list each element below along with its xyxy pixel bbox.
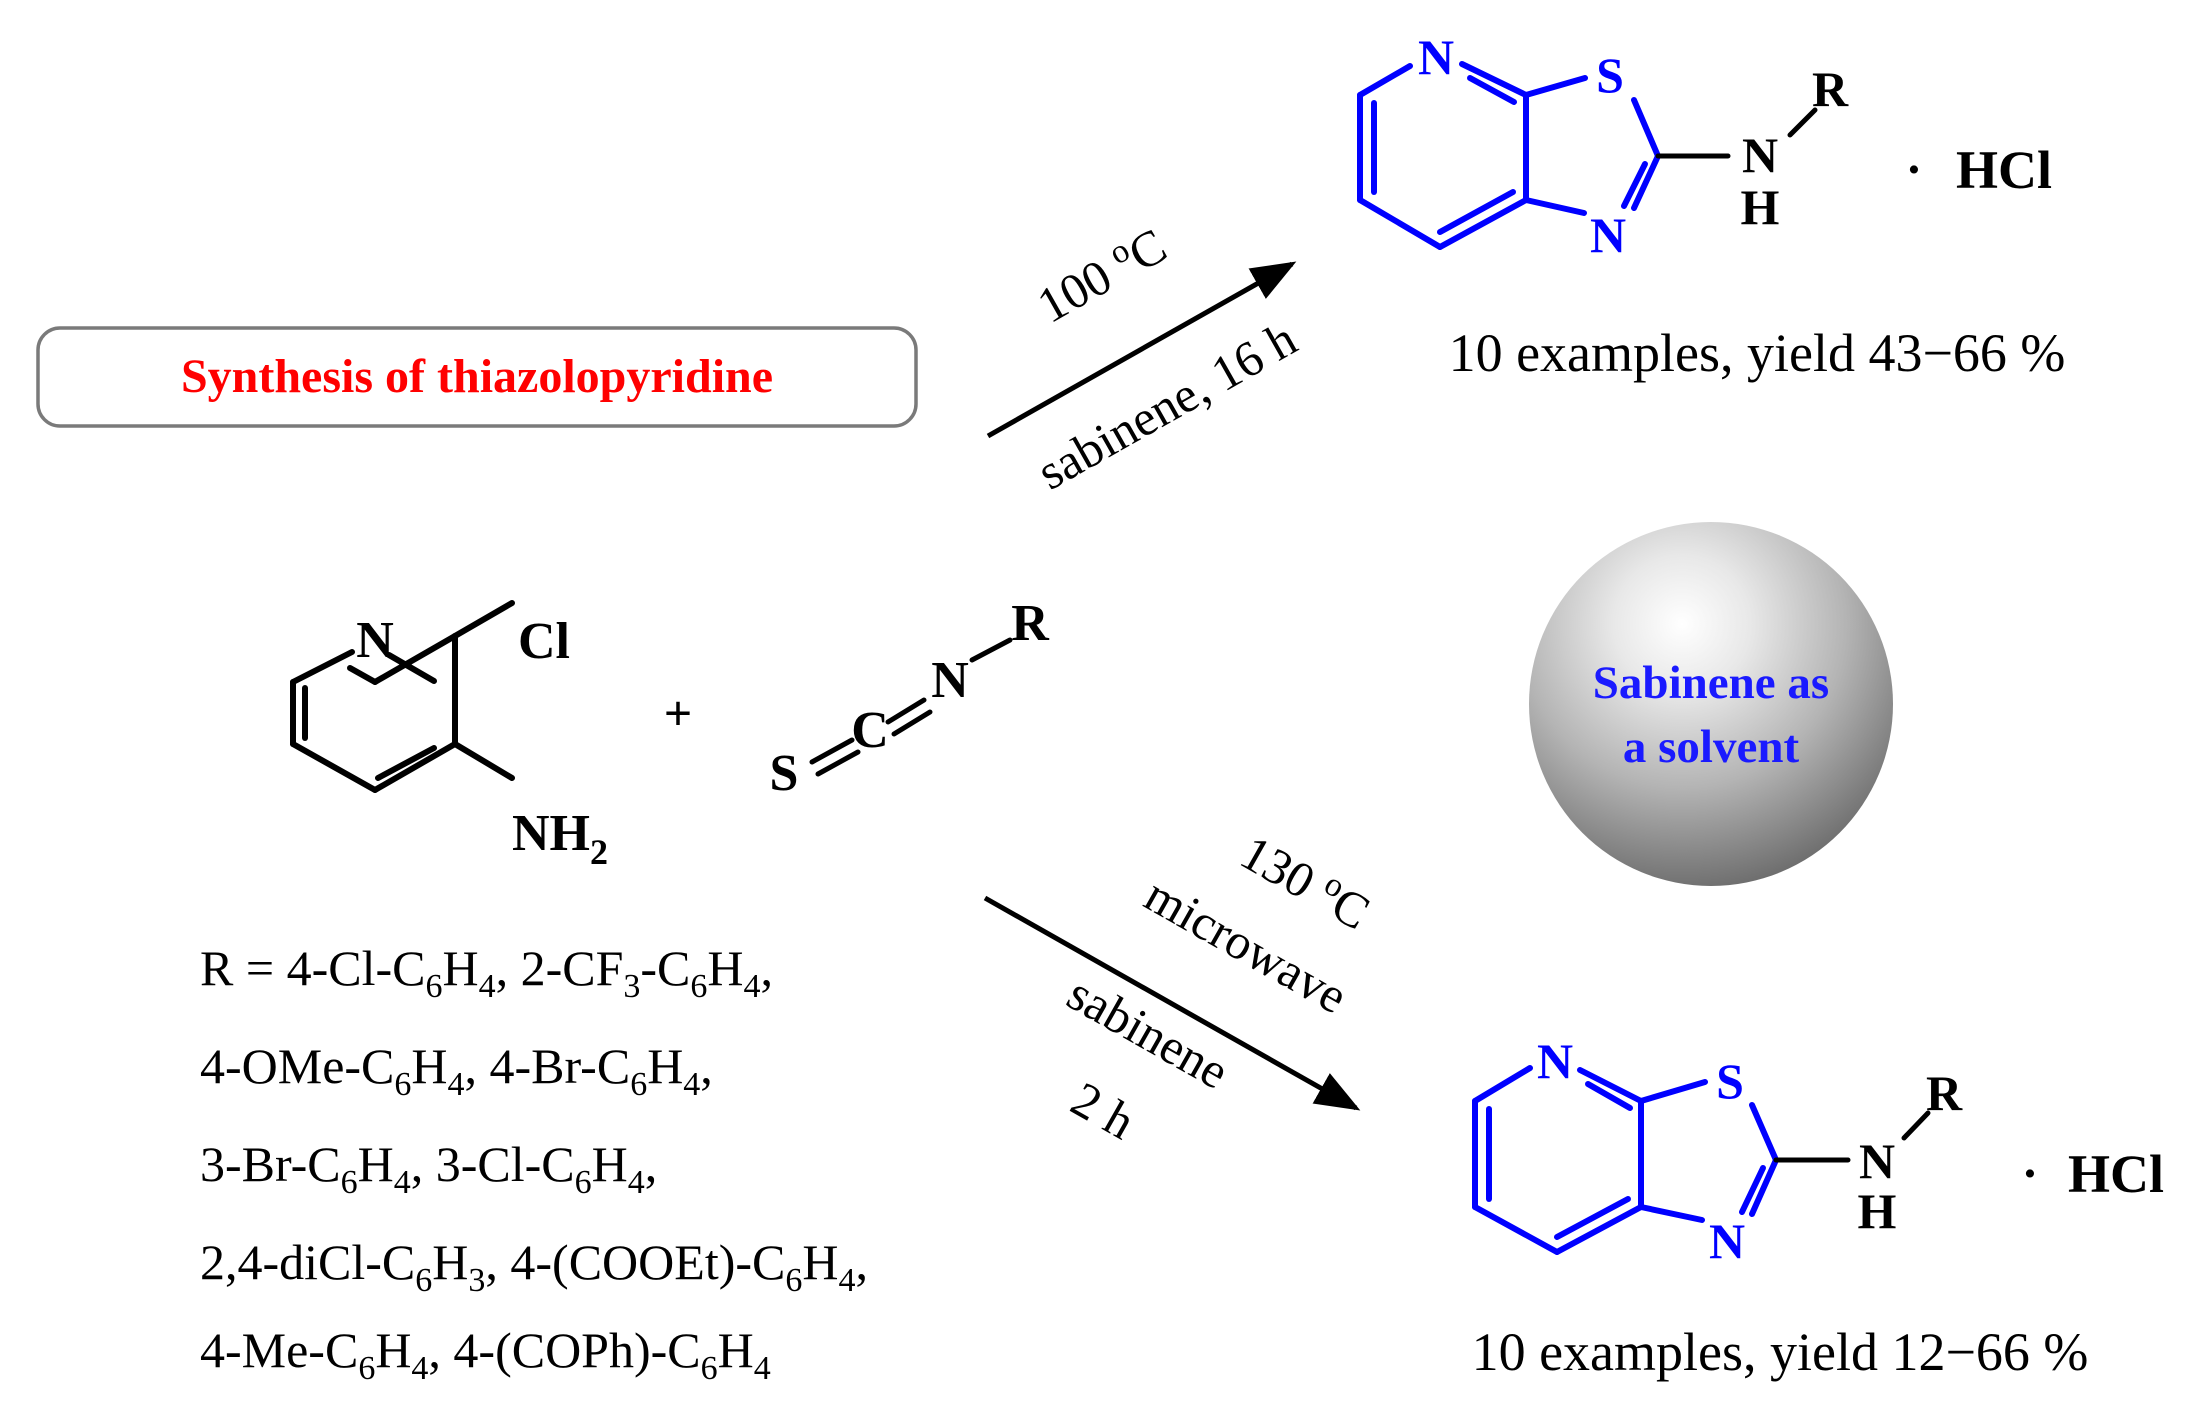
bottom-product-thiazole-n: N [1709, 1213, 1745, 1269]
r-list-line-4: 2,4-diCl-C6H3, 4-(COOEt)-C6H4, [200, 1234, 868, 1299]
bottom-product-dot: · [2022, 1145, 2039, 1201]
isothiocyanate-s: S [770, 745, 799, 802]
badge-line2: a solvent [1623, 721, 1800, 773]
r-list-line-2: 4-OMe-C6H4, 4-Br-C6H4, [200, 1038, 713, 1103]
reactant-n-atom: N [356, 612, 394, 669]
bottom-product: N S N N H R · HCl [1472, 1033, 2164, 1269]
bottom-arrow-time: 2 h [1062, 1070, 1144, 1150]
r-group-list: R = 4-Cl-C6H4, 2-CF3-C6H4, 4-OMe-C6H4, 4… [200, 940, 868, 1387]
badge-line1: Sabinene as [1593, 657, 1829, 709]
isothiocyanate-n: N [931, 652, 969, 709]
bottom-reaction-arrow: 130 oC microwave sabinene 2 h [983, 824, 1379, 1150]
top-product-nh-h: H [1741, 179, 1780, 235]
bottom-product-s: S [1716, 1053, 1744, 1109]
bottom-product-hcl: HCl [2068, 1144, 2164, 1204]
plus-sign: + [664, 685, 693, 741]
top-arrow-temperature: 100 oC [1027, 215, 1176, 333]
top-product-s: S [1596, 47, 1624, 103]
bottom-product-ring-n: N [1537, 1033, 1573, 1089]
isothiocyanate-c: C [851, 702, 889, 759]
bottom-product-nh-h: H [1858, 1183, 1897, 1239]
reactant-chloropyridine [290, 600, 515, 793]
reactant-cl-atom: Cl [518, 613, 570, 670]
top-product-thiazole-n: N [1590, 207, 1626, 263]
reactant-nh-sub: 2 [590, 832, 608, 872]
bottom-product-nh-n: N [1859, 1133, 1895, 1189]
r-list-line-1: R = 4-Cl-C6H4, 2-CF3-C6H4, [200, 940, 773, 1005]
top-product-nh-n: N [1742, 127, 1778, 183]
top-product-dot: · [1906, 141, 1923, 197]
r-list-line-3: 3-Br-C6H4, 3-Cl-C6H4, [200, 1136, 657, 1201]
reactant-nh2-group: NH2 [512, 805, 608, 872]
top-reaction-arrow: 100 oC sabinene, 16 h [986, 215, 1306, 500]
top-arrow-conditions: sabinene, 16 h [1028, 310, 1306, 500]
solvent-badge: Sabinene as a solvent [1529, 522, 1893, 886]
title-text: Synthesis of thiazolopyridine [181, 350, 773, 403]
bottom-product-caption: 10 examples, yield 12−66 % [1472, 1322, 2089, 1382]
reactant-nh: NH [512, 805, 590, 862]
title-box: Synthesis of thiazolopyridine [36, 326, 918, 428]
top-product-caption: 10 examples, yield 43−66 % [1449, 323, 2066, 383]
top-product: N S N N H R · HCl [1357, 29, 2052, 263]
isothiocyanate [809, 637, 1013, 777]
top-product-hcl: HCl [1956, 140, 2052, 200]
top-product-r: R [1812, 61, 1849, 117]
r-list-line-5: 4-Me-C6H4, 4-(COPh)-C6H4 [200, 1322, 771, 1387]
top-product-ring-n: N [1418, 29, 1454, 85]
bottom-product-r: R [1926, 1065, 1963, 1121]
isothiocyanate-r: R [1011, 595, 1050, 652]
